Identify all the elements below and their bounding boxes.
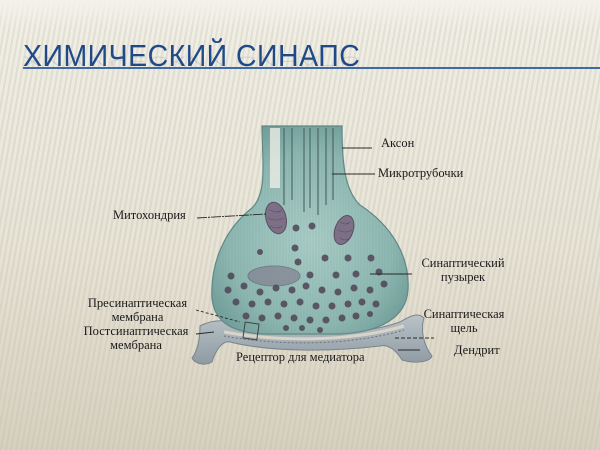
axon-highlight <box>270 128 280 188</box>
label-postsynaptic-line2: мембрана <box>110 338 162 352</box>
synaptic-cleft <box>223 324 405 344</box>
label-synaptic-cleft-line2: щель <box>450 321 478 335</box>
label-presynaptic-membrane: Пресинаптическая мембрана <box>80 296 195 324</box>
label-synaptic-cleft-line1: Синаптическая <box>423 307 505 321</box>
label-presynaptic-line2: мембрана <box>111 310 164 324</box>
label-postsynaptic-membrane: Постсинаптическая мембрана <box>76 324 196 352</box>
label-axon: Аксон <box>381 136 415 150</box>
background-highlight <box>0 0 600 30</box>
leader-lines <box>195 147 434 351</box>
label-receptor: Рецептор для медиатора <box>236 350 365 364</box>
title-underline <box>23 67 600 69</box>
label-dendrite: Дендрит <box>454 343 500 357</box>
synaptic-vesicles <box>224 222 388 333</box>
label-mitochondria: Митохондрия <box>113 208 186 222</box>
label-synaptic-cleft: Синаптическая щель <box>416 307 512 335</box>
microtubules-shape <box>283 128 334 215</box>
label-synaptic-vesicle-line2: пузырек <box>440 270 486 284</box>
label-microtubules: Микротрубочки <box>378 166 464 180</box>
label-presynaptic-line1: Пресинаптическая <box>87 296 188 310</box>
label-synaptic-vesicle: Синаптический пузырек <box>415 256 511 284</box>
label-synaptic-vesicle-line1: Синаптический <box>421 256 505 270</box>
label-postsynaptic-line1: Постсинаптическая <box>83 324 189 338</box>
receptor-box <box>242 321 260 341</box>
